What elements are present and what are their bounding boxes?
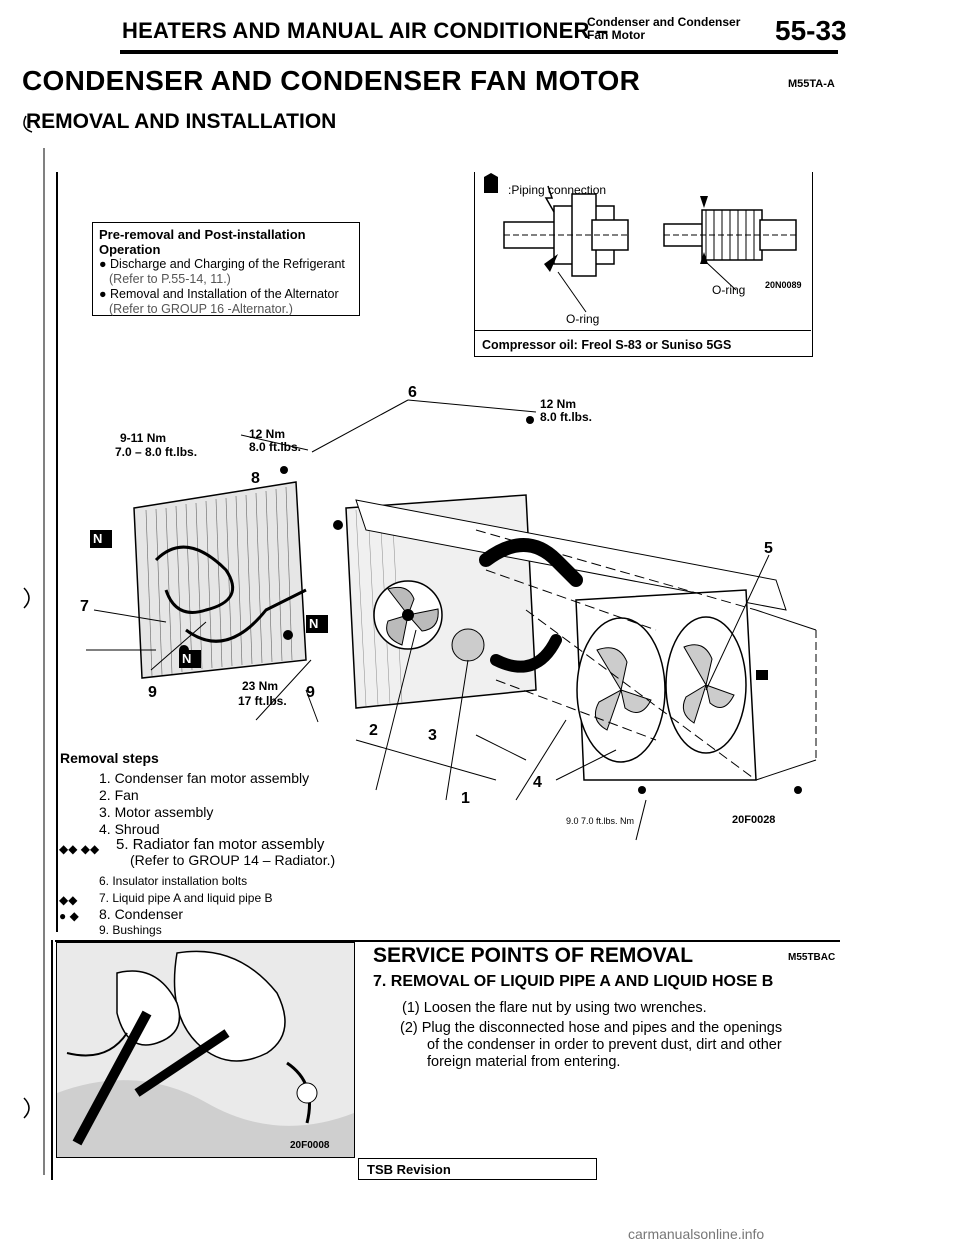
- section-subtitle: REMOVAL AND INSTALLATION: [26, 110, 337, 133]
- pre-removal-item: ● Removal and Installation of the Altern…: [99, 287, 339, 301]
- n-mark-icon: N: [93, 531, 103, 546]
- service-mark-icon: ◆◆ ◆◆: [59, 842, 100, 856]
- pre-removal-item-ref: (Refer to GROUP 16 -Alternator.): [109, 302, 293, 316]
- torque-label-2-ft: 8.0 ft.lbs.: [249, 440, 302, 454]
- wrench-photo-illustration: [57, 943, 354, 1157]
- header-subtitle-line2: Fan Motor: [587, 28, 645, 42]
- pre-removal-item-text: Discharge and Charging of the Refrigeran…: [110, 257, 345, 271]
- service-mark-icon: ◆◆: [59, 893, 78, 907]
- section-divider: [55, 940, 840, 942]
- radiator-fan-assembly-part: [575, 589, 817, 781]
- radiator-part: [345, 494, 787, 709]
- service-paragraph: of the condenser in order to prevent dus…: [427, 1037, 782, 1053]
- removal-step-note: (Refer to GROUP 14 – Radiator.): [130, 852, 336, 868]
- piping-figure-code: 20N0089: [765, 280, 802, 290]
- compressor-oil-note: Compressor oil: Freol S-83 or Suniso 5GS: [482, 338, 732, 352]
- section-title: CONDENSER AND CONDENSER FAN MOTOR: [22, 65, 641, 96]
- service-step-heading: 7. REMOVAL OF LIQUID PIPE A AND LIQUID H…: [373, 973, 774, 990]
- callout-5: 5: [764, 540, 773, 557]
- o-ring-label: O-ring: [712, 283, 746, 297]
- removal-steps-title: Removal steps: [60, 750, 159, 766]
- n-mark-icon: N: [309, 616, 319, 631]
- removal-step: 5. Radiator fan motor assembly: [116, 836, 325, 853]
- o-ring-label: O-ring: [566, 312, 600, 326]
- torque-label-3-nm: 12 Nm: [540, 397, 577, 411]
- removal-step: 2. Fan: [99, 787, 139, 803]
- diagram-figure-code: 20F0028: [732, 814, 776, 826]
- header-subtitle-line1: Condenser and Condenser: [587, 15, 741, 29]
- callout-1: 1: [461, 790, 470, 807]
- header-rule: [120, 50, 838, 54]
- frame-left-line: [51, 940, 53, 1180]
- removal-step: 3. Motor assembly: [99, 804, 214, 820]
- pre-removal-item: ● Discharge and Charging of the Refriger…: [99, 257, 345, 271]
- tsb-revision-box: TSB Revision: [358, 1158, 597, 1180]
- service-points-code: M55TBAC: [788, 952, 836, 963]
- piping-label: :Piping connection: [508, 183, 607, 197]
- piping-symbol-icon: [484, 177, 498, 193]
- removal-step: 7. Liquid pipe A and liquid pipe B: [99, 891, 273, 905]
- footer-watermark: carmanualsonline.info: [628, 1226, 765, 1242]
- torque-label-1-ft: 7.0 – 8.0 ft.lbs.: [115, 445, 198, 459]
- removal-step: 8. Condenser: [99, 906, 184, 922]
- callout-7: 7: [80, 598, 89, 615]
- callout-6: 6: [408, 384, 417, 401]
- photo-figure-code: 20F0008: [290, 1140, 330, 1151]
- torque-label-1-nm: 9-11 Nm: [120, 431, 167, 445]
- torque-label-4-ft: 17 ft.lbs.: [238, 694, 287, 708]
- torque-label-3-ft: 8.0 ft.lbs.: [540, 410, 593, 424]
- callout-2: 2: [369, 722, 378, 739]
- torque-label-5: 9.0 7.0 ft.lbs. Nm: [566, 816, 635, 826]
- callout-9: 9: [306, 684, 315, 701]
- removal-photo: 20F0008: [56, 942, 355, 1158]
- pre-removal-box: Pre-removal and Post-installation Operat…: [92, 222, 360, 316]
- service-paragraph: (1) Loosen the flare nut by using two wr…: [402, 1000, 707, 1016]
- service-points-title: SERVICE POINTS OF REMOVAL: [373, 944, 694, 967]
- pre-removal-item-ref: (Refer to P.55-14, 11.): [109, 272, 231, 286]
- service-paragraph: (2) Plug the disconnected hose and pipes…: [400, 1020, 783, 1036]
- piping-divider: [474, 330, 811, 331]
- callout-4: 4: [533, 774, 542, 791]
- n-mark-icon: N: [182, 651, 192, 666]
- exploded-view-diagram: [86, 399, 817, 841]
- removal-step: 9. Bushings: [99, 923, 162, 937]
- piping-connection-box: [474, 172, 813, 357]
- removal-step: 4. Shroud: [99, 821, 160, 837]
- service-paragraph: foreign material from entering.: [427, 1054, 621, 1070]
- callout-3: 3: [428, 727, 437, 744]
- torque-label-2-nm: 12 Nm: [249, 427, 286, 441]
- removal-step: 1. Condenser fan motor assembly: [99, 770, 310, 786]
- torque-label-4-nm: 23 Nm: [242, 679, 279, 693]
- pre-removal-title: Pre-removal and Post-installation Operat…: [99, 227, 306, 257]
- header-title: HEATERS AND MANUAL AIR CONDITIONER –: [122, 18, 609, 43]
- condenser-fan-part: [373, 538, 583, 673]
- callout-9: 9: [148, 684, 157, 701]
- callout-8: 8: [251, 470, 260, 487]
- frame-left-line: [56, 172, 58, 932]
- condenser-part: [133, 481, 307, 679]
- service-mark-icon: ● ◆: [59, 909, 79, 923]
- section-code: M55TA-A: [788, 78, 835, 90]
- page-number: 55-33: [775, 15, 847, 46]
- pre-removal-item-text: Removal and Installation of the Alternat…: [110, 287, 339, 301]
- removal-step: 6. Insulator installation bolts: [99, 874, 248, 888]
- piping-connection-diagram: [484, 173, 797, 313]
